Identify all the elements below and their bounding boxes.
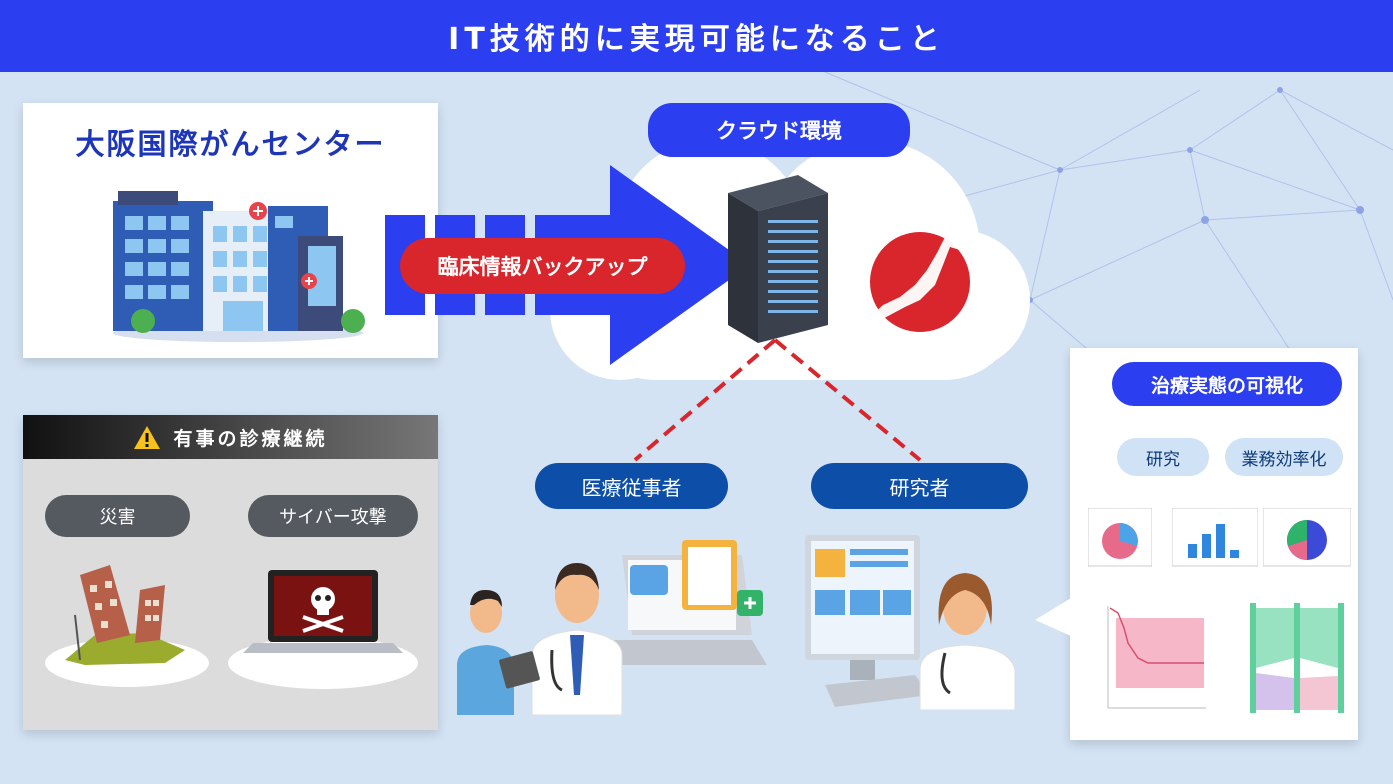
callout-pointer: [1035, 598, 1071, 636]
page-header: IT技術的に実現可能になること: [0, 0, 1393, 72]
japan-map-icon: [870, 230, 970, 332]
thumbnail-donut-chart: [1263, 508, 1351, 567]
backup-label-text: 臨床情報バックアップ: [437, 255, 648, 279]
tag-research: 研究: [1117, 438, 1209, 476]
disaster-label-text: 災害: [99, 507, 136, 528]
warning-icon: [134, 425, 161, 449]
cloud-label: クラウド環境: [648, 103, 910, 157]
emergency-header: 有事の診療継続: [23, 415, 438, 459]
tag-research-text: 研究: [1146, 449, 1180, 470]
thumbnail-sankey-chart: [1250, 603, 1344, 713]
cloud-label-text: クラウド環境: [716, 119, 842, 143]
hospital-building-icon: [113, 191, 365, 342]
medical-staff-illustration: [457, 540, 767, 715]
visualization-card: 治療実態の可視化 研究 業務効率化: [1070, 348, 1358, 740]
connection-lines: [633, 338, 922, 462]
researcher-label-text: 研究者: [889, 475, 950, 500]
visualization-title-text: 治療実態の可視化: [1150, 374, 1303, 397]
thumbnail-survival-curve: [1107, 606, 1206, 709]
tag-efficiency: 業務効率化: [1225, 438, 1343, 476]
cyber-attack-label-text: サイバー攻撃: [279, 507, 387, 528]
page-title: IT技術的に実現可能になること: [448, 22, 945, 57]
backup-label: 臨床情報バックアップ: [400, 238, 685, 294]
thumbnail-bar-chart: [1172, 508, 1258, 567]
disaster-label: 災害: [45, 495, 190, 537]
server-icon: [728, 175, 828, 343]
visualization-title: 治療実態の可視化: [1112, 362, 1342, 406]
researcher-label: 研究者: [811, 463, 1028, 509]
researcher-illustration: [805, 535, 1016, 710]
hospital-name: 大阪国際がんセンター: [75, 127, 386, 161]
emergency-title: 有事の診療継続: [173, 427, 328, 450]
medical-staff-label-text: 医療従事者: [581, 475, 682, 500]
emergency-card: 有事の診療継続 災害 サイバー攻撃: [23, 415, 438, 730]
tag-efficiency-text: 業務効率化: [1241, 449, 1327, 470]
hacked-laptop-icon: [228, 570, 418, 689]
disaster-icon: [45, 565, 209, 687]
medical-staff-label: 医療従事者: [535, 463, 728, 509]
cyber-attack-label: サイバー攻撃: [248, 495, 418, 537]
hospital-card: 大阪国際がんセンター: [23, 103, 438, 358]
thumbnail-pie-chart: [1088, 508, 1152, 567]
